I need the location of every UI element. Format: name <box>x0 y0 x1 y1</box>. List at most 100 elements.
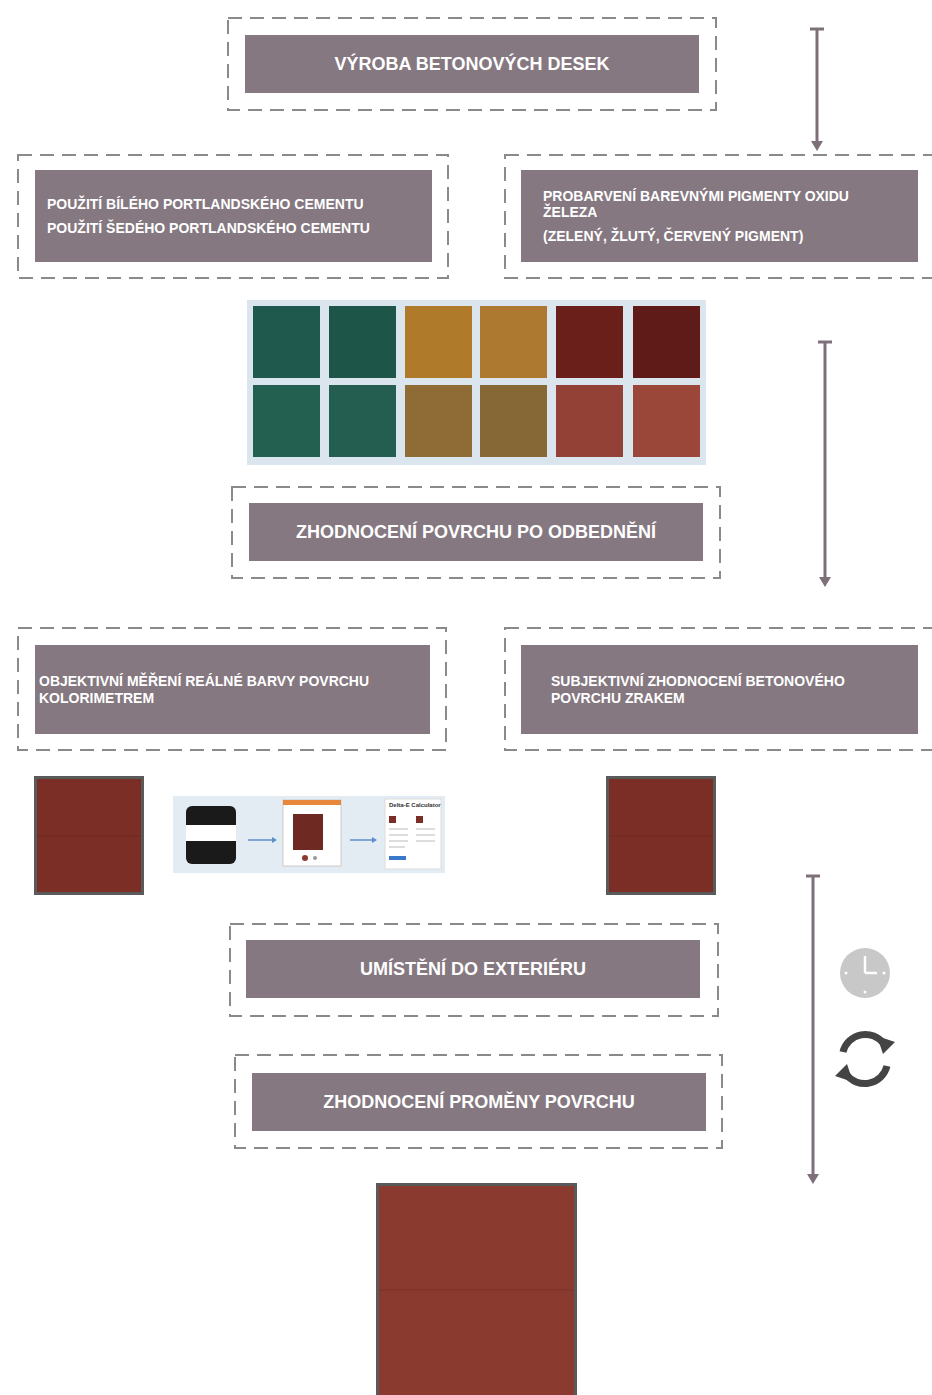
sample-tile <box>253 306 320 378</box>
box-label: VÝROBA BETONOVÝCH DESEK <box>255 54 689 75</box>
colorimeter-strip <box>173 796 445 873</box>
cycle-head <box>877 1036 895 1054</box>
arrow-head <box>819 577 831 587</box>
process-box: SUBJEKTIVNÍ ZHODNOCENÍ BETONOVÉHO POVRCH… <box>521 645 918 734</box>
dashed-frame <box>235 1055 722 1148</box>
arrow-head <box>272 837 277 843</box>
sample-tile <box>329 306 396 378</box>
arrow-head <box>811 141 823 151</box>
process-box: OBJEKTIVNÍ MĚŘENÍ REÁLNÉ BARVY POVRCHU K… <box>35 645 430 734</box>
sample-tile <box>633 385 700 457</box>
tile-border <box>34 776 144 895</box>
panel-lines <box>389 829 435 847</box>
sample-tile <box>556 306 623 378</box>
red-tile <box>606 776 716 895</box>
clock-hand <box>865 972 877 975</box>
dashed-frame <box>230 924 718 1016</box>
sample-grid <box>247 300 706 465</box>
dashed-frame <box>232 487 720 578</box>
tile-seam <box>379 1290 574 1291</box>
tile-seam <box>609 836 713 837</box>
dashed-frames <box>18 18 932 1148</box>
strip-background <box>173 796 445 873</box>
process-box: UMÍSTĚNÍ DO EXTERIÉRU <box>246 940 700 998</box>
clock-tick <box>883 972 886 975</box>
screen-label: Delta-E Calculator <box>389 802 441 808</box>
clock-hand <box>864 956 867 973</box>
timeline-line <box>824 342 827 578</box>
box-label: POUŽITÍ ŠEDÉHO PORTLANDSKÉHO CEMENTU <box>47 220 420 236</box>
process-box: VÝROBA BETONOVÝCH DESEK <box>245 35 699 93</box>
colorimeter-device <box>186 806 236 864</box>
process-box: ZHODNOCENÍ PROMĚNY POVRCHU <box>252 1073 706 1131</box>
arrow-head <box>372 837 377 843</box>
panel-line <box>416 841 435 842</box>
sample-tile <box>633 306 700 378</box>
panel-button <box>389 856 406 860</box>
panel-line <box>416 835 435 836</box>
dashed-frame <box>505 155 932 278</box>
sample-tile <box>405 385 472 457</box>
tile-border <box>606 776 716 895</box>
app-screen <box>283 800 341 866</box>
clock-face <box>840 948 890 998</box>
red-tile <box>34 776 144 895</box>
panel-line <box>389 847 405 848</box>
flow-arrow <box>248 839 272 841</box>
color-square <box>416 816 423 823</box>
app-dot <box>313 856 317 860</box>
arrow-head <box>807 1174 819 1184</box>
dashed-frame <box>505 628 932 750</box>
timeline-cap <box>806 875 820 878</box>
timeline-line <box>816 29 819 142</box>
box-label: POUŽITÍ BÍLÉHO PORTLANDSKÉHO CEMENTU <box>47 196 420 212</box>
dashed-frame <box>18 155 448 278</box>
tile-seam <box>37 836 141 837</box>
box-label: UMÍSTĚNÍ DO EXTERIÉRU <box>256 959 690 980</box>
grid-background <box>247 300 706 465</box>
box-label: PROBARVENÍ BAREVNÝMI PIGMENTY OXIDU ŽELE… <box>543 188 896 220</box>
dashed-frame <box>228 18 716 110</box>
panel-line <box>389 841 408 842</box>
tile-surface <box>609 779 713 892</box>
process-box: POUŽITÍ BÍLÉHO PORTLANDSKÉHO CEMENTU POUŽ… <box>35 170 432 262</box>
box-label: OBJEKTIVNÍ MĚŘENÍ REÁLNÉ BARVY POVRCHU K… <box>39 673 426 705</box>
app-dot <box>302 855 308 861</box>
big-red-tile <box>376 1183 577 1395</box>
color-square <box>389 816 396 823</box>
process-box: PROBARVENÍ BAREVNÝMI PIGMENTY OXIDU ŽELE… <box>521 170 918 262</box>
panel-line <box>389 835 408 836</box>
timeline-line <box>812 876 815 1175</box>
sample-tile <box>480 385 547 457</box>
box-label: (ZELENÝ, ŽLUTÝ, ČERVENÝ PIGMENT) <box>543 228 896 244</box>
panel-line <box>416 829 435 830</box>
cycle-icon <box>835 1034 895 1083</box>
calculator-panel <box>385 799 441 869</box>
sample-tile <box>253 385 320 457</box>
flow-arrow <box>350 839 372 841</box>
box-label: ZHODNOCENÍ POVRCHU PO ODBEDNĚNÍ <box>259 522 693 543</box>
panel-line <box>389 829 408 830</box>
tile-surface <box>37 779 141 892</box>
device-band <box>186 825 236 841</box>
clock-tick <box>845 972 848 975</box>
sample-tile <box>556 385 623 457</box>
sample-tile <box>329 385 396 457</box>
clock-tick <box>864 991 867 994</box>
tile-surface <box>379 1186 574 1395</box>
cycle-head <box>835 1064 853 1082</box>
color-swatch <box>293 814 323 850</box>
clock-icon <box>840 948 890 998</box>
app-bar <box>283 800 341 805</box>
sample-tile <box>405 306 472 378</box>
timeline-cap <box>818 341 832 344</box>
process-box: ZHODNOCENÍ POVRCHU PO ODBEDNĚNÍ <box>249 503 703 561</box>
timeline-cap <box>810 28 824 31</box>
dashed-frame <box>18 628 446 750</box>
tile-border <box>376 1183 577 1395</box>
sample-tile <box>480 306 547 378</box>
box-label: SUBJEKTIVNÍ ZHODNOCENÍ BETONOVÉHO POVRCH… <box>551 673 888 705</box>
box-label: ZHODNOCENÍ PROMĚNY POVRCHU <box>262 1092 696 1113</box>
